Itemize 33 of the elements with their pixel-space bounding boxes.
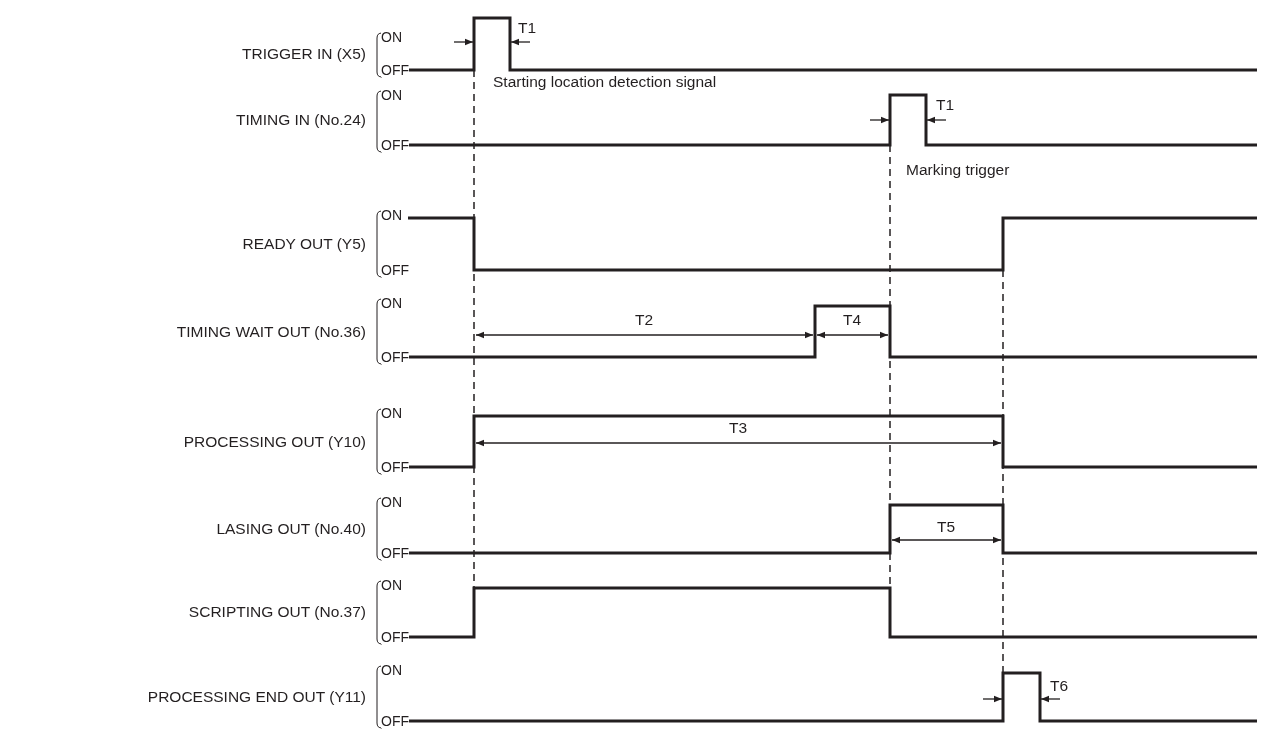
signal-name: LASING OUT (No.40) — [216, 521, 366, 537]
state-label: OFF — [381, 714, 409, 728]
timing-label: T1 — [518, 20, 537, 36]
timing-label: T4 — [842, 312, 862, 328]
annotation: Starting location detection signal — [493, 74, 717, 90]
state-label: OFF — [381, 460, 409, 474]
state-label: OFF — [381, 138, 409, 152]
state-label: OFF — [381, 63, 409, 77]
state-label: OFF — [381, 630, 409, 644]
state-label: ON — [381, 495, 402, 509]
signal-name: TRIGGER IN (X5) — [242, 46, 366, 62]
state-label: OFF — [381, 350, 409, 364]
timing-label: T5 — [936, 519, 956, 535]
state-label: ON — [381, 663, 402, 677]
state-label: ON — [381, 88, 402, 102]
state-label: ON — [381, 578, 402, 592]
state-label: ON — [381, 208, 402, 222]
timing-label: T6 — [1050, 678, 1069, 694]
state-label: OFF — [381, 546, 409, 560]
timing-label: T1 — [936, 97, 955, 113]
signal-name: SCRIPTING OUT (No.37) — [188, 604, 366, 620]
signal-name: PROCESSING OUT (Y10) — [183, 434, 366, 450]
state-label: OFF — [381, 263, 409, 277]
signal-name: READY OUT (Y5) — [242, 236, 366, 252]
state-label: ON — [381, 406, 402, 420]
state-label: ON — [381, 296, 402, 310]
timing-label: T2 — [634, 312, 654, 328]
timing-label: T3 — [728, 420, 748, 436]
state-label: ON — [381, 30, 402, 44]
signal-name: TIMING IN (No.24) — [235, 112, 366, 128]
signal-name: TIMING WAIT OUT (No.36) — [176, 324, 366, 340]
annotation: Marking trigger — [906, 162, 1010, 178]
signal-name: PROCESSING END OUT (Y11) — [147, 689, 366, 705]
